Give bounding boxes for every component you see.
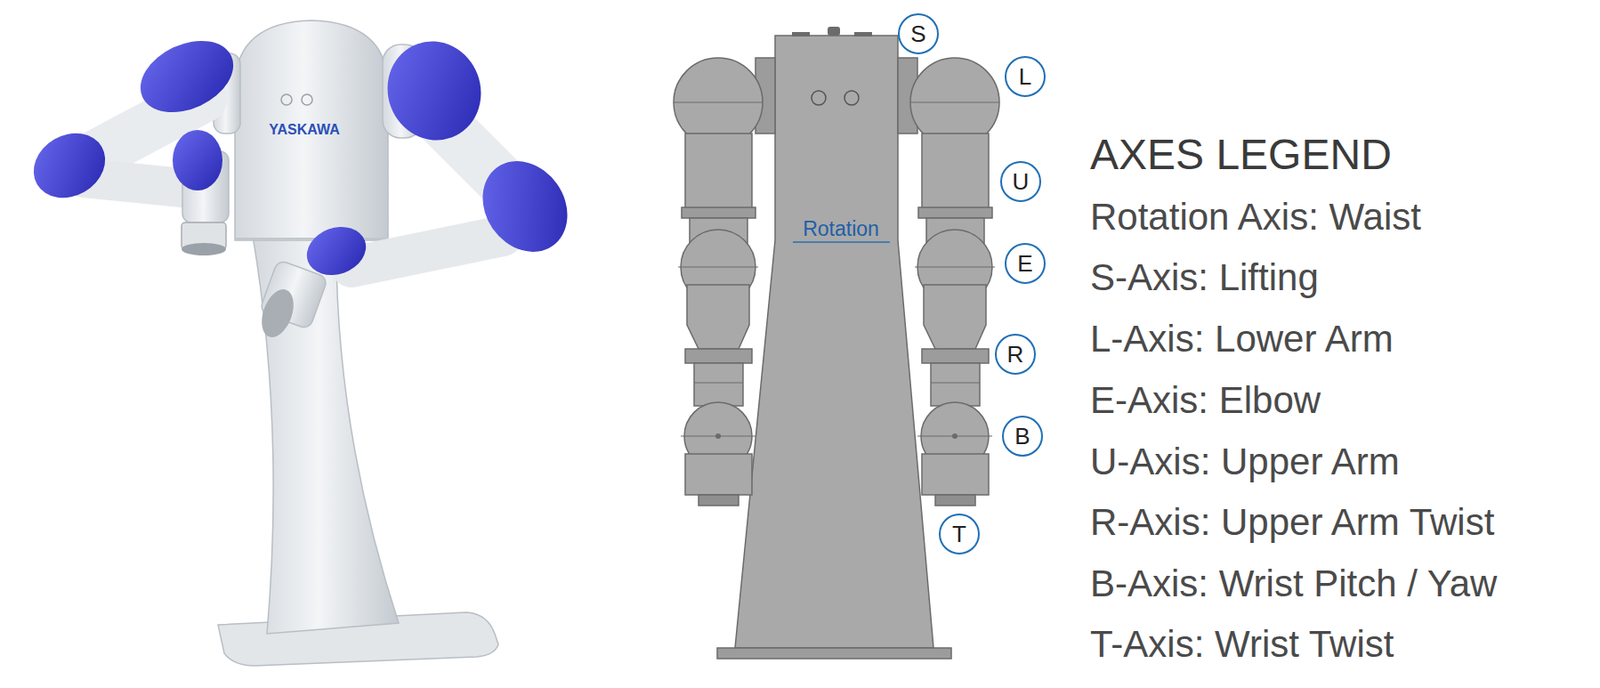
robot-schematic	[791, 32, 810, 37]
robot-schematic	[854, 32, 873, 37]
legend-entry: R-Axis: Upper Arm Twist	[1090, 501, 1495, 544]
axis-letter: E	[1017, 251, 1033, 275]
robot-photo	[172, 129, 223, 191]
axis-marker: L	[1004, 56, 1046, 97]
robot-schematic	[673, 57, 763, 506]
axis-marker: T	[938, 513, 980, 555]
brand-logo: YASKAWA	[268, 121, 340, 138]
axis-marker: E	[1004, 242, 1046, 284]
legend-entry: Rotation Axis: Waist	[1090, 195, 1422, 239]
robot-schematic	[792, 241, 890, 243]
robot-schematic	[811, 90, 826, 106]
robot-photo	[301, 94, 313, 106]
axis-letter: U	[1012, 169, 1030, 194]
axis-letter: B	[1014, 424, 1030, 448]
legend-entry: E-Axis: Elbow	[1090, 379, 1321, 422]
axis-letter: L	[1018, 64, 1032, 89]
robot-photo	[84, 177, 192, 189]
robot-photo	[129, 26, 245, 127]
robot-photo	[234, 237, 388, 240]
legend-entry: T-Axis: Wrist Twist	[1090, 622, 1394, 666]
robot-photo	[373, 28, 495, 154]
axis-marker: S	[897, 13, 939, 55]
robot-schematic	[673, 26, 1000, 659]
robot-schematic	[844, 90, 859, 106]
robot-photo	[465, 145, 585, 269]
axis-marker: B	[1002, 415, 1043, 457]
robot-photo	[234, 20, 388, 241]
robot-schematic	[910, 57, 1000, 506]
legend-title: AXES LEGEND	[1090, 129, 1392, 179]
axis-letter: R	[1007, 342, 1025, 366]
robot-photo	[22, 20, 585, 666]
axis-marker: R	[994, 333, 1036, 375]
axis-letter: S	[910, 22, 926, 46]
axis-marker: U	[1000, 161, 1042, 203]
robot-photo	[181, 242, 227, 256]
robot-schematic	[717, 647, 952, 659]
robot-schematic	[735, 35, 934, 648]
legend-entry: B-Axis: Wrist Pitch / Yaw	[1090, 562, 1497, 606]
robot-photo	[22, 121, 118, 211]
legend-entry: U-Axis: Upper Arm	[1090, 440, 1400, 484]
robot-photo	[255, 284, 299, 342]
robot-photo	[281, 94, 292, 106]
legend-entry: S-Axis: Lifting	[1090, 256, 1319, 299]
rotation-label: Rotation	[802, 218, 880, 241]
robot-schematic	[827, 26, 841, 36]
axis-letter: T	[952, 522, 967, 546]
legend-entry: L-Axis: Lower Arm	[1090, 317, 1394, 361]
robot-photo	[351, 235, 503, 267]
robot-photo	[252, 235, 399, 634]
